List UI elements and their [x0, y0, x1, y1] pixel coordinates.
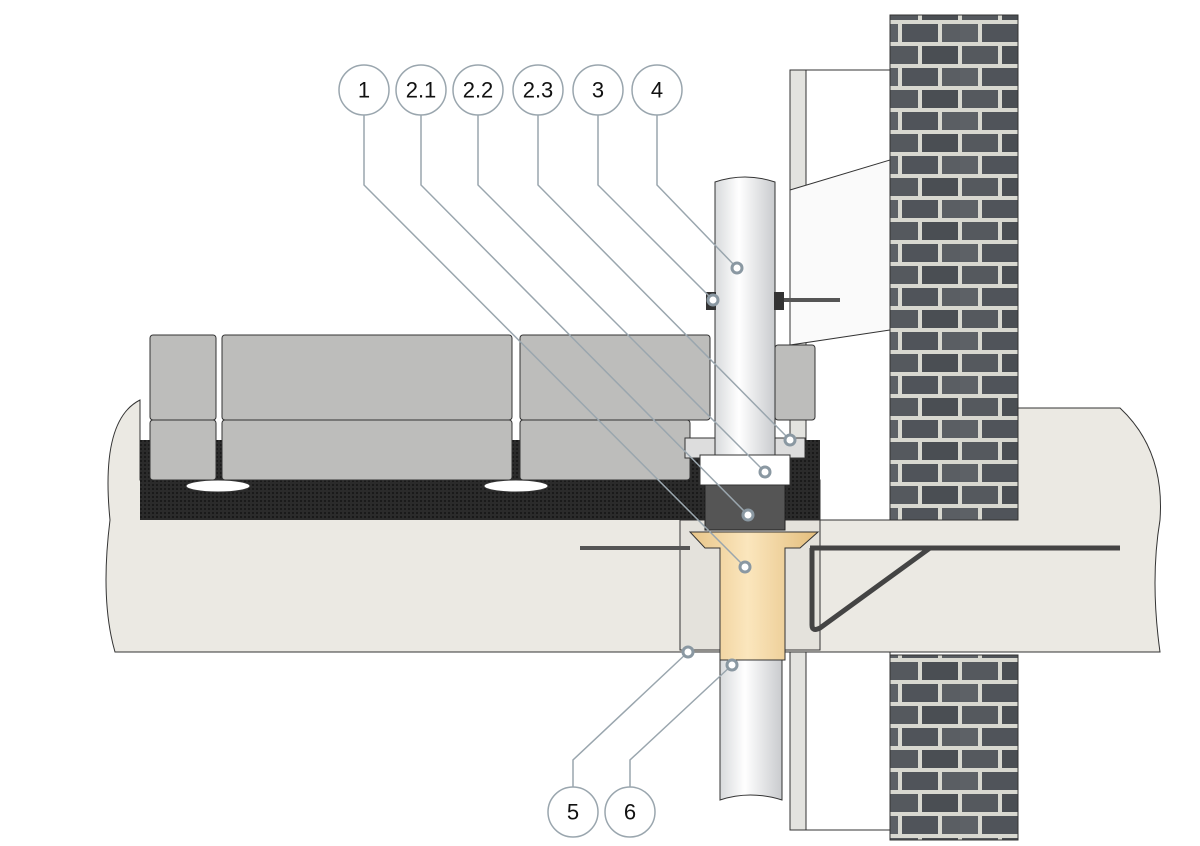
callout-label: 3 — [592, 78, 604, 103]
callout-5: 5 — [547, 786, 599, 838]
callout-label: 4 — [651, 78, 663, 103]
callout-label: 6 — [624, 800, 636, 825]
callout-1: 1 — [338, 64, 390, 116]
downpipe — [706, 176, 840, 801]
callout-label: 2.2 — [463, 78, 494, 103]
leader-markers — [681, 261, 797, 672]
callout-2-1: 2.1 — [395, 64, 447, 116]
callout-2-2: 2.2 — [452, 64, 504, 116]
brick-wall — [889, 14, 1019, 841]
paving-slabs — [149, 334, 816, 493]
callout-label: 2.1 — [406, 78, 437, 103]
leader-lines — [363, 115, 791, 787]
callout-3: 3 — [572, 64, 624, 116]
callout-2-3: 2.3 — [512, 64, 564, 116]
callout-6: 6 — [604, 786, 656, 838]
callout-label: 2.3 — [523, 78, 554, 103]
callout-label: 5 — [567, 800, 579, 825]
callout-label: 1 — [358, 78, 370, 103]
callout-4: 4 — [631, 64, 683, 116]
